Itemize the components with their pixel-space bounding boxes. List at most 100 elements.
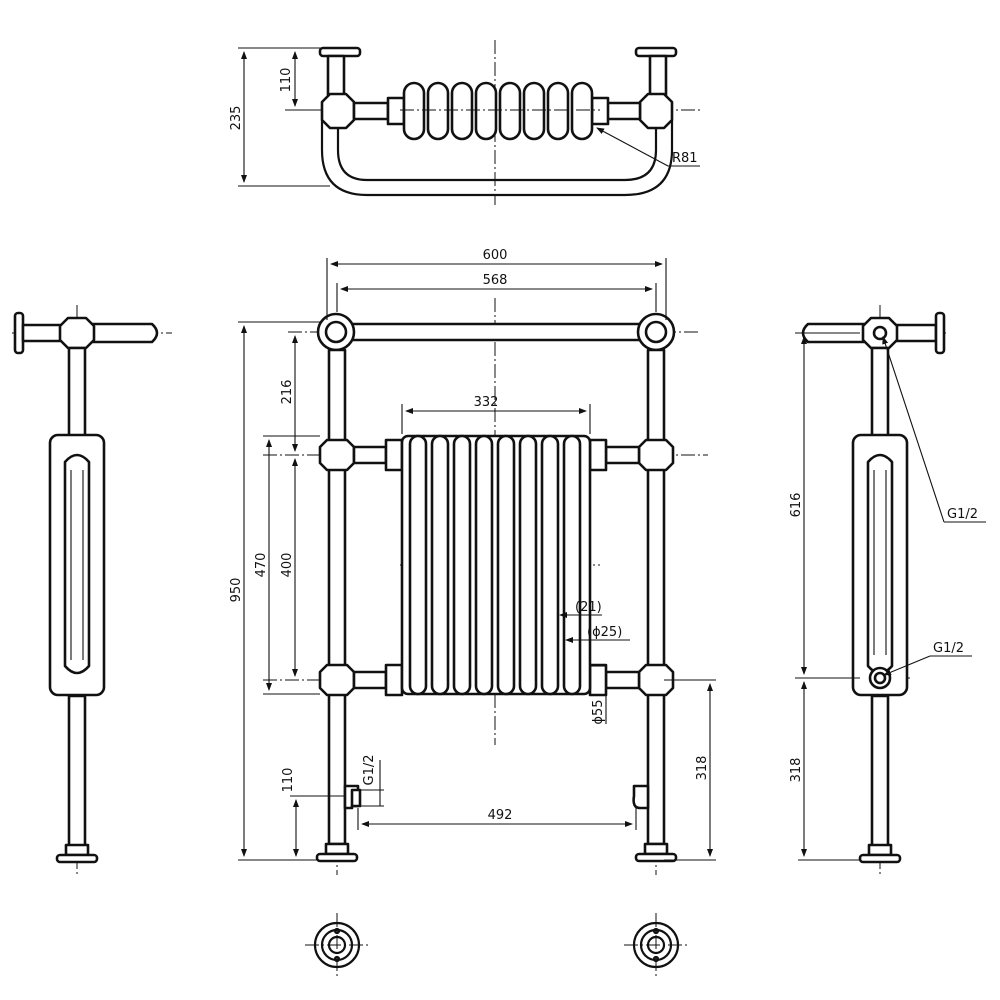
top-view-left-valve [386,96,406,126]
right-side-foot-collar [867,843,893,857]
front-dim-600: 600 [483,248,508,263]
right-side-g12-bottom: G1/2 [933,641,964,656]
front-right-leg-middle [646,466,666,668]
left-side-top-nut [58,316,96,350]
left-side-radiator-column [63,453,91,675]
left-side-view [12,305,172,875]
front-radiator-column-6 [518,434,538,696]
front-left-leg-middle [327,466,347,668]
left-side-foot-plate [55,853,99,864]
left-side-pole-upper [67,346,87,442]
top-view-radiator-column-4 [474,81,498,141]
front-view: 600 568 332 216 470 400 950 (21) (ϕ25) [229,248,716,875]
foot-plan-left [305,913,369,977]
right-side-pole-lower [870,694,890,854]
top-view-right-nut [638,92,674,130]
front-radiator-column-7 [540,434,560,696]
right-side-bottom-port-inner [873,671,887,685]
right-side-view: 616 318 G1/2 G1/2 [789,305,986,875]
top-view-radius-leader [596,127,669,167]
front-top-towel-rail [338,322,654,342]
front-dim-492: 492 [488,808,513,823]
front-radiator-column-3 [452,434,472,696]
front-left-leg-upper [327,348,347,444]
right-side-dim-616: 616 [789,493,804,518]
top-view-left-nut [320,92,356,130]
front-dim-332: 332 [474,395,499,410]
front-dim-950: 950 [229,578,244,603]
front-g12: G1/2 [362,755,377,786]
front-upper-left-connector [352,445,388,465]
front-dim-216: 216 [280,380,295,405]
front-radiator-column-2 [430,434,450,696]
right-side-radiator-column [866,453,894,675]
front-upper-right-connector [604,445,641,465]
front-upper-right-valve [588,438,608,472]
top-view-right-post [648,54,668,98]
front-radiator-column-5 [496,434,516,696]
top-view-radiator-column-3 [450,81,474,141]
front-lower-right-connector [604,670,641,690]
top-view-radiator-column-8 [570,81,594,141]
front-right-leg-upper [646,348,666,444]
front-dim-400: 400 [280,553,295,578]
top-view-radiator-column-7 [546,81,570,141]
top-view-radiator-column-2 [426,81,450,141]
right-side-top-port [872,325,888,341]
front-dim-568: 568 [483,273,508,288]
front-lower-left-connector [352,670,388,690]
front-dim-21: (21) [575,600,602,615]
front-dim-470: 470 [254,553,269,578]
right-side-bracket-stem [892,323,938,343]
front-left-inlet-cap [350,788,362,808]
front-top-left-corner-inner [324,320,348,344]
right-side-foot-plate [858,853,902,864]
top-view-u-rail-inner [336,118,658,182]
right-side-pole-upper [870,346,890,442]
front-right-foot-plate [634,852,678,863]
right-side-g12-top-leader [882,336,945,523]
foot-plan-right [624,913,688,977]
front-right-outlet-elbow [632,784,650,810]
foot-plan-left-screw-top [333,927,341,935]
top-view-left-connector [352,101,390,121]
right-side-g12-bottom-leader [883,655,931,676]
front-lower-left-valve [384,663,404,697]
left-side-pole-lower [67,694,87,854]
front-radiator-column-8 [562,434,582,696]
right-side-g12-top: G1/2 [947,507,978,522]
left-side-towel-rail [88,322,159,344]
top-view-radiator-column-5 [498,81,522,141]
front-dim-55: ϕ55 [591,699,606,724]
front-right-foot-collar [643,842,669,856]
front-radiator-column-1 [408,434,428,696]
front-left-leg-lower [327,692,347,846]
right-side-dim-318: 318 [789,758,804,783]
front-left-lower-joint [318,663,356,697]
top-view-radiator-column-1 [402,81,426,141]
front-dim-110: 110 [281,768,296,793]
top-view-right-valve [590,96,610,126]
top-view: 110 235 R81 [229,40,700,205]
left-side-foot-collar [64,843,90,857]
top-view-u-rail-outer [320,118,674,197]
front-right-upper-joint [637,438,675,472]
front-upper-left-valve [384,438,404,472]
top-view-right-connector [604,101,642,121]
front-left-foot-collar [324,842,350,856]
front-left-upper-joint [318,438,356,472]
top-view-radius-label: R81 [672,151,698,166]
front-radiator-column-4 [474,434,494,696]
front-right-leg-lower [646,692,666,846]
top-view-dim-110: 110 [279,68,294,93]
front-top-right-corner-inner [644,320,668,344]
front-radiator-body [400,434,592,696]
top-view-left-post [326,54,346,98]
front-dim-318: 318 [695,756,710,781]
front-dim-25: (ϕ25) [587,625,622,640]
top-view-dim-235: 235 [229,106,244,131]
foot-plan-right-screw-top [652,927,660,935]
front-lower-right-valve [588,663,608,697]
right-side-wall-plate [934,311,946,355]
